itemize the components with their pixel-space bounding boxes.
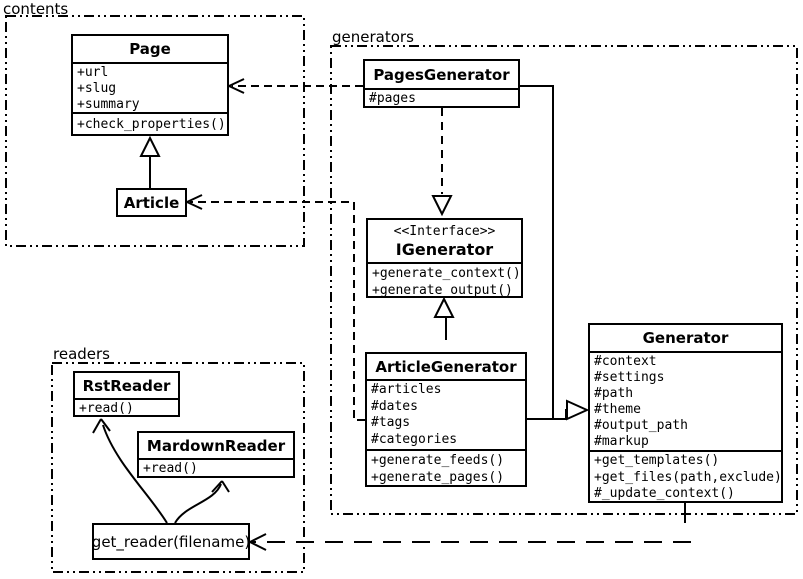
realization-pages-generator-to-igenerator (431, 108, 453, 217)
dependency-article-generator-to-article (186, 194, 365, 421)
attribute-categories: #categories (371, 431, 458, 447)
method-generate-feeds: +generate_feeds() (371, 453, 505, 468)
method-mardown-read: +read() (143, 461, 198, 476)
method-get-files: +get_files(path,exclude) (594, 469, 781, 485)
class-title-mardown-reader: MardownReader (146, 436, 286, 455)
class-box-rst-reader: RstReader +read() (73, 371, 180, 417)
generalization-article-generator-to-igenerator (433, 296, 455, 340)
page-attributes: +url +slug +summary (73, 62, 227, 112)
rst-reader-methods: +read() (75, 398, 178, 417)
generator-attributes: #context #settings #path #theme #output_… (590, 351, 781, 450)
class-title-article: Article (123, 193, 180, 212)
attribute-slug: +slug (77, 81, 117, 96)
class-box-mardown-reader: MardownReader +read() (137, 431, 295, 478)
package-label-readers: readers (53, 345, 110, 363)
attribute-dates: #dates (371, 398, 418, 414)
method-check-properties: +check_properties() (77, 117, 226, 132)
class-box-generator: Generator #context #settings #path #them… (588, 323, 783, 503)
package-label-contents: contents (3, 0, 69, 18)
attribute-articles: #articles (371, 382, 442, 397)
article-generator-methods: +generate_feeds() +generate_pages() (367, 449, 525, 487)
article-generator-attributes: #articles #dates #tags #categories (367, 379, 525, 449)
method-generate-output: +generate_output() (372, 283, 513, 298)
attribute-context: #context (594, 354, 657, 369)
igenerator-title-compartment: <<Interface>> IGenerator (368, 220, 521, 262)
attribute-settings: #settings (594, 370, 665, 385)
get-reader-label: get_reader(filename) (91, 532, 251, 551)
attribute-url: +url (77, 65, 109, 80)
class-box-article: Article (116, 188, 187, 217)
class-box-igenerator: <<Interface>> IGenerator +generate_conte… (366, 218, 523, 298)
class-box-article-generator: ArticleGenerator #articles #dates #tags … (365, 352, 527, 487)
class-box-page: Page +url +slug +summary +check_properti… (71, 34, 229, 136)
generalization-generators-to-generator (520, 85, 590, 421)
method-generate-pages: +generate_pages() (371, 470, 505, 485)
class-title-rst-reader: RstReader (82, 376, 171, 395)
get-reader-node: get_reader(filename) (92, 523, 250, 560)
dependency-pages-generator-to-page (228, 78, 363, 94)
attribute-output-path: #output_path (594, 418, 688, 433)
class-title-article-generator: ArticleGenerator (375, 357, 517, 376)
generalization-article-to-page (139, 135, 161, 188)
attribute-path: #path (594, 386, 634, 401)
pages-generator-attributes: #pages (365, 88, 518, 108)
class-title-generator: Generator (642, 329, 729, 347)
method-rst-read: +read() (79, 401, 134, 416)
igenerator-methods: +generate_context() +generate_output() (368, 262, 521, 300)
mardown-reader-methods: +read() (139, 458, 293, 478)
generator-methods: +get_templates() +get_files(path,exclude… (590, 450, 781, 503)
igenerator-stereotype: <<Interface>> (393, 224, 496, 239)
class-title-pages-generator: PagesGenerator (373, 65, 510, 84)
method-generate-context: +generate_context() (372, 266, 521, 281)
dependency-generator-to-get-reader (249, 503, 691, 551)
attribute-tags: #tags (371, 415, 411, 430)
package-label-generators: generators (332, 28, 414, 46)
arrow-get-reader-to-mardown-reader (174, 480, 230, 524)
attribute-markup: #markup (594, 434, 649, 449)
attribute-summary: +summary (77, 97, 140, 112)
method-get-templates: +get_templates() (594, 453, 720, 468)
attribute-theme: #theme (594, 402, 641, 417)
class-title-igenerator: IGenerator (395, 240, 494, 259)
method-update-context: #_update_context() (594, 486, 735, 501)
page-methods: +check_properties() (73, 112, 227, 136)
attribute-pages: #pages (369, 91, 416, 106)
class-box-pages-generator: PagesGenerator #pages (363, 59, 520, 108)
class-title-page: Page (129, 40, 171, 58)
